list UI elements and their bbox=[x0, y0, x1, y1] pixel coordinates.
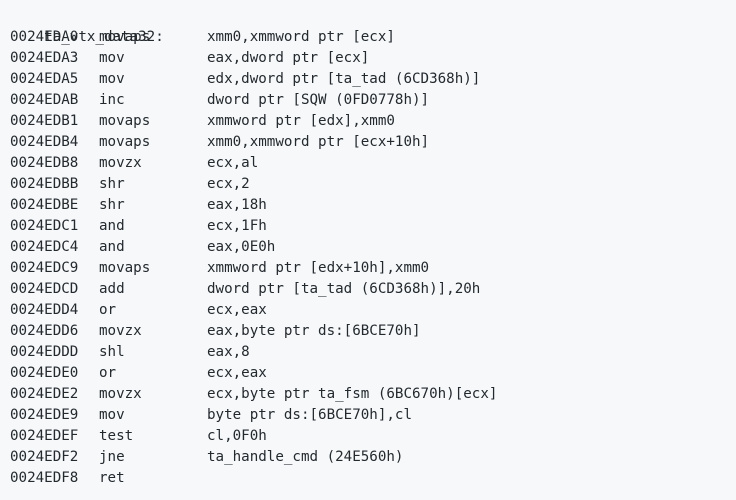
instruction-address: 0024EDB8 bbox=[10, 155, 79, 171]
instruction-operands: eax,18h bbox=[207, 197, 267, 213]
function-label-line: ta_vtx_data32: bbox=[10, 6, 736, 45]
instruction-row: 0024EDC4 and eax,0E0h bbox=[10, 237, 736, 258]
instruction-row: 0024EDF8 ret bbox=[10, 468, 736, 489]
instruction-address: 0024EDAB bbox=[10, 92, 79, 108]
instruction-mnemonic: movzx bbox=[99, 386, 142, 402]
instruction-address: 0024EDBE bbox=[10, 197, 79, 213]
instruction-operands: xmm0,xmmword ptr [ecx] bbox=[207, 29, 395, 45]
instruction-mnemonic: movaps bbox=[99, 260, 151, 276]
instruction-operands: edx,dword ptr [ta_tad (6CD368h)] bbox=[207, 71, 481, 87]
instruction-row: 0024EDBB shr ecx,2 bbox=[10, 174, 736, 195]
instruction-address: 0024EDEF bbox=[10, 428, 79, 444]
instruction-address: 0024EDF2 bbox=[10, 449, 79, 465]
instruction-row: 0024EDCD add dword ptr [ta_tad (6CD368h)],… bbox=[10, 279, 736, 300]
instruction-address: 0024EDB1 bbox=[10, 113, 79, 129]
instruction-mnemonic: movzx bbox=[99, 323, 142, 339]
instruction-mnemonic: and bbox=[99, 239, 125, 255]
instruction-operands: xmmword ptr [edx+10h],xmm0 bbox=[207, 260, 430, 276]
instruction-row: 0024EDF2 jne ta_handle_cmd (24E560h) bbox=[10, 447, 736, 468]
instruction-row: 0024EDA5 mov edx,dword ptr [ta_tad (6CD368… bbox=[10, 69, 736, 90]
instruction-operands: eax,8 bbox=[207, 344, 250, 360]
instruction-operands: cl,0F0h bbox=[207, 428, 267, 444]
instruction-operands: ecx,byte ptr ta_fsm (6BC670h)[ecx] bbox=[207, 386, 498, 402]
instruction-operands: eax,byte ptr ds:[6BCE70h] bbox=[207, 323, 421, 339]
instruction-address: 0024EDB4 bbox=[10, 134, 79, 150]
instruction-mnemonic: inc bbox=[99, 92, 125, 108]
instruction-row: 0024EDA0 movaps xmm0,xmmword ptr [ecx] bbox=[10, 27, 736, 48]
instruction-operands: byte ptr ds:[6BCE70h],cl bbox=[207, 407, 412, 423]
instruction-mnemonic: add bbox=[99, 281, 125, 297]
instruction-address: 0024EDA3 bbox=[10, 50, 79, 66]
instruction-row: 0024EDB8 movzx ecx,al bbox=[10, 153, 736, 174]
instruction-address: 0024EDE9 bbox=[10, 407, 79, 423]
instruction-address: 0024EDC4 bbox=[10, 239, 79, 255]
instruction-operands: ecx,al bbox=[207, 155, 259, 171]
instruction-address: 0024EDCD bbox=[10, 281, 79, 297]
instruction-operands: ecx,eax bbox=[207, 302, 267, 318]
function-label: ta_vtx_data32: bbox=[44, 29, 164, 45]
instruction-address: 0024EDF8 bbox=[10, 470, 79, 486]
instruction-row: 0024EDE0 or ecx,eax bbox=[10, 363, 736, 384]
instruction-address: 0024EDC9 bbox=[10, 260, 79, 276]
instruction-operands: eax,0E0h bbox=[207, 239, 276, 255]
instruction-mnemonic: movaps bbox=[99, 134, 151, 150]
instruction-operands: eax,dword ptr [ecx] bbox=[207, 50, 370, 66]
instruction-mnemonic: or bbox=[99, 365, 117, 381]
instruction-operands: ecx,1Fh bbox=[207, 218, 267, 234]
instruction-mnemonic: shl bbox=[99, 344, 125, 360]
instruction-address: 0024EDA5 bbox=[10, 71, 79, 87]
instruction-address: 0024EDA0 bbox=[10, 29, 79, 45]
instruction-mnemonic: movaps bbox=[99, 29, 151, 45]
instruction-address: 0024EDE2 bbox=[10, 386, 79, 402]
instruction-mnemonic: and bbox=[99, 218, 125, 234]
instruction-mnemonic: movzx bbox=[99, 155, 142, 171]
instruction-address: 0024EDD6 bbox=[10, 323, 79, 339]
instruction-mnemonic: mov bbox=[99, 50, 125, 66]
instruction-mnemonic: movaps bbox=[99, 113, 151, 129]
instruction-row: 0024EDB1 movaps xmmword ptr [edx],xmm0 bbox=[10, 111, 736, 132]
instruction-row: 0024EDAB inc dword ptr [SQW (0FD0778h)] bbox=[10, 90, 736, 111]
instruction-operands: xmm0,xmmword ptr [ecx+10h] bbox=[207, 134, 430, 150]
instruction-mnemonic: mov bbox=[99, 71, 125, 87]
instruction-row: 0024EDD6 movzx eax,byte ptr ds:[6BCE70h] bbox=[10, 321, 736, 342]
instruction-row: 0024EDBE shr eax,18h bbox=[10, 195, 736, 216]
instruction-operands: ecx,2 bbox=[207, 176, 250, 192]
instruction-address: 0024EDC1 bbox=[10, 218, 79, 234]
instruction-address: 0024EDE0 bbox=[10, 365, 79, 381]
instruction-row: 0024EDB4 movaps xmm0,xmmword ptr [ecx+10h] bbox=[10, 132, 736, 153]
instruction-row: 0024EDC1 and ecx,1Fh bbox=[10, 216, 736, 237]
instruction-row: 0024EDEF test cl,0F0h bbox=[10, 426, 736, 447]
instruction-address: 0024EDD4 bbox=[10, 302, 79, 318]
instruction-row: 0024EDDD shl eax,8 bbox=[10, 342, 736, 363]
instruction-operands: ecx,eax bbox=[207, 365, 267, 381]
instruction-operands: ta_handle_cmd (24E560h) bbox=[207, 449, 404, 465]
instruction-mnemonic: ret bbox=[99, 470, 125, 486]
instruction-mnemonic: or bbox=[99, 302, 117, 318]
instruction-operands: dword ptr [SQW (0FD0778h)] bbox=[207, 92, 430, 108]
instruction-mnemonic: shr bbox=[99, 176, 125, 192]
instruction-mnemonic: jne bbox=[99, 449, 125, 465]
instruction-mnemonic: test bbox=[99, 428, 134, 444]
instruction-operands: dword ptr [ta_tad (6CD368h)],20h bbox=[207, 281, 481, 297]
instruction-mnemonic: mov bbox=[99, 407, 125, 423]
instruction-row: 0024EDD4 or ecx,eax bbox=[10, 300, 736, 321]
instruction-row: 0024EDE9 mov byte ptr ds:[6BCE70h],cl bbox=[10, 405, 736, 426]
instruction-mnemonic: shr bbox=[99, 197, 125, 213]
instruction-address: 0024EDDD bbox=[10, 344, 79, 360]
instruction-row: 0024EDC9 movaps xmmword ptr [edx+10h],xmm0 bbox=[10, 258, 736, 279]
instruction-address: 0024EDBB bbox=[10, 176, 79, 192]
instruction-operands: xmmword ptr [edx],xmm0 bbox=[207, 113, 395, 129]
instruction-row: 0024EDA3 mov eax,dword ptr [ecx] bbox=[10, 48, 736, 69]
instruction-row: 0024EDE2 movzx ecx,byte ptr ta_fsm (6BC670… bbox=[10, 384, 736, 405]
